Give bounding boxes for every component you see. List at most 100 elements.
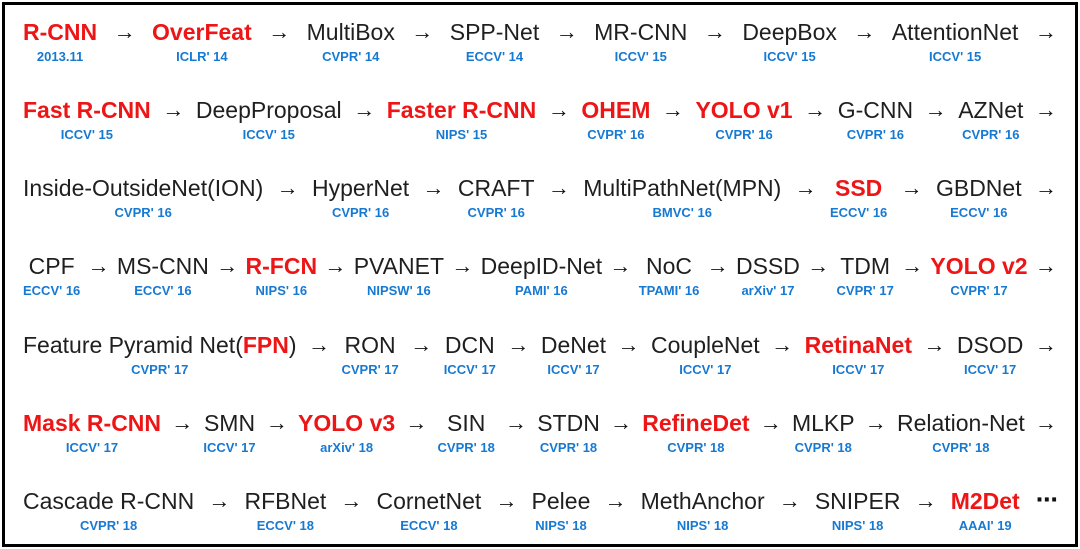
model-name-text: SIN — [447, 409, 486, 436]
venue-label: ICCV' 15 — [763, 49, 816, 64]
model-name: R-CNN — [23, 17, 97, 47]
model-name: YOLO v3 — [298, 408, 395, 438]
arrow-icon: → — [1034, 175, 1057, 201]
model-node: Feature Pyramid Net(FPN)CVPR' 17 — [23, 330, 297, 378]
model-name-text: STDN — [537, 409, 600, 436]
model-name: Fast R-CNN — [23, 95, 151, 125]
model-name: RetinaNet — [805, 330, 912, 360]
model-name-text: Feature Pyramid Net( — [23, 331, 243, 358]
model-name-text: CRAFT — [457, 175, 535, 202]
arrow-icon: → — [853, 19, 876, 44]
venue-label: NIPS' 18 — [831, 517, 884, 533]
arrow-icon: → — [451, 253, 474, 279]
venue-label: NIPS' 18 — [535, 517, 587, 533]
model-name: PVANET — [354, 251, 444, 281]
arrow-icon: → — [547, 97, 570, 123]
arrow-icon: → — [405, 409, 428, 435]
model-name: G-CNN — [838, 95, 913, 125]
arrow-icon: → — [914, 487, 937, 513]
model-name: CornetNet — [377, 486, 482, 516]
arrow-icon: → — [547, 175, 570, 201]
model-name-text: CornetNet — [376, 487, 482, 514]
venue-label: CVPR' 18 — [794, 439, 852, 455]
model-name: AttentionNet — [892, 17, 1019, 47]
model-name: Feature Pyramid Net(FPN) — [23, 330, 297, 360]
venue-label: 2013.11 — [36, 49, 84, 64]
model-name: DeepID-Net — [481, 251, 602, 281]
model-name: RON — [345, 330, 396, 360]
venue-label: CVPR' 18 — [932, 439, 990, 455]
model-name: RefineDet — [642, 408, 749, 438]
model-name-text: SPP-Net — [449, 19, 540, 45]
model-name-text: RFBNet — [244, 487, 327, 514]
model-name-text: AttentionNet — [891, 19, 1019, 45]
arrow-icon: → — [422, 175, 445, 201]
venue-label: NIPS' 15 — [435, 127, 488, 143]
model-name-highlight: YOLO v2 — [930, 253, 1028, 280]
model-name-text: MR-CNN — [594, 19, 688, 45]
model-name: Inside-OutsideNet(ION) — [23, 173, 263, 203]
venue-label: ICCV' 15 — [242, 127, 295, 143]
model-name-text: CoupleNet — [651, 331, 760, 358]
venue-label: ICCV' 17 — [964, 361, 1017, 377]
arrow-icon: → — [265, 409, 288, 435]
venue-label: ICCV' 17 — [679, 361, 732, 377]
arrow-icon: → — [900, 175, 923, 201]
model-name: CoupleNet — [651, 330, 760, 360]
venue-label: NIPSW' 16 — [366, 283, 431, 299]
arrow-icon: → — [794, 175, 817, 201]
model-name-text: Cascade R-CNN — [23, 487, 195, 514]
model-node: PVANET NIPSW' 16 — [354, 251, 444, 299]
model-name-text: ) — [288, 331, 297, 358]
venue-label: CVPR' 16 — [331, 205, 390, 221]
arrow-icon: → — [807, 253, 830, 279]
venue-label: arXiv' 17 — [741, 283, 795, 299]
arrow-icon: → — [216, 253, 239, 279]
model-node: Inside-OutsideNet(ION) CVPR' 16 — [23, 173, 263, 221]
model-name: DeepProposal — [196, 95, 342, 125]
venue-label: CVPR' 17 — [131, 361, 189, 377]
arrow-icon: → — [1034, 409, 1057, 435]
model-name: Pelee — [532, 486, 591, 516]
model-name-text: MultiBox — [306, 19, 395, 45]
arrow-icon: → — [706, 253, 729, 279]
arrow-icon: → — [617, 331, 640, 357]
model-name: RFBNet — [244, 486, 326, 516]
model-node: MultiPathNet(MPN)BMVC' 16 — [583, 173, 781, 221]
arrow-icon: → — [759, 409, 782, 435]
model-name: SMN — [204, 408, 255, 438]
venue-label: ICCV' 17 — [65, 439, 119, 455]
venue-label: NIPS' 18 — [676, 517, 729, 533]
model-name-highlight: Fast R-CNN — [23, 97, 151, 124]
model-name: MultiBox — [307, 17, 395, 47]
venue-label: CVPR' 16 — [846, 127, 905, 143]
venue-label: ECCV' 16 — [23, 283, 81, 299]
arrow-icon: → — [1034, 97, 1057, 123]
model-name-text: MS-CNN — [116, 253, 209, 280]
arrow-icon: → — [778, 487, 801, 513]
venue-label: ECCV' 16 — [134, 283, 192, 299]
model-name-text: NoC — [646, 253, 693, 280]
model-name-highlight: M2Det — [950, 487, 1020, 514]
venue-label: CVPR' 16 — [114, 205, 172, 221]
arrow-icon: → — [340, 487, 363, 513]
venue-label: AAAI' 19 — [958, 517, 1012, 533]
model-name: MS-CNN — [117, 251, 209, 281]
arrow-icon: → — [353, 97, 376, 123]
